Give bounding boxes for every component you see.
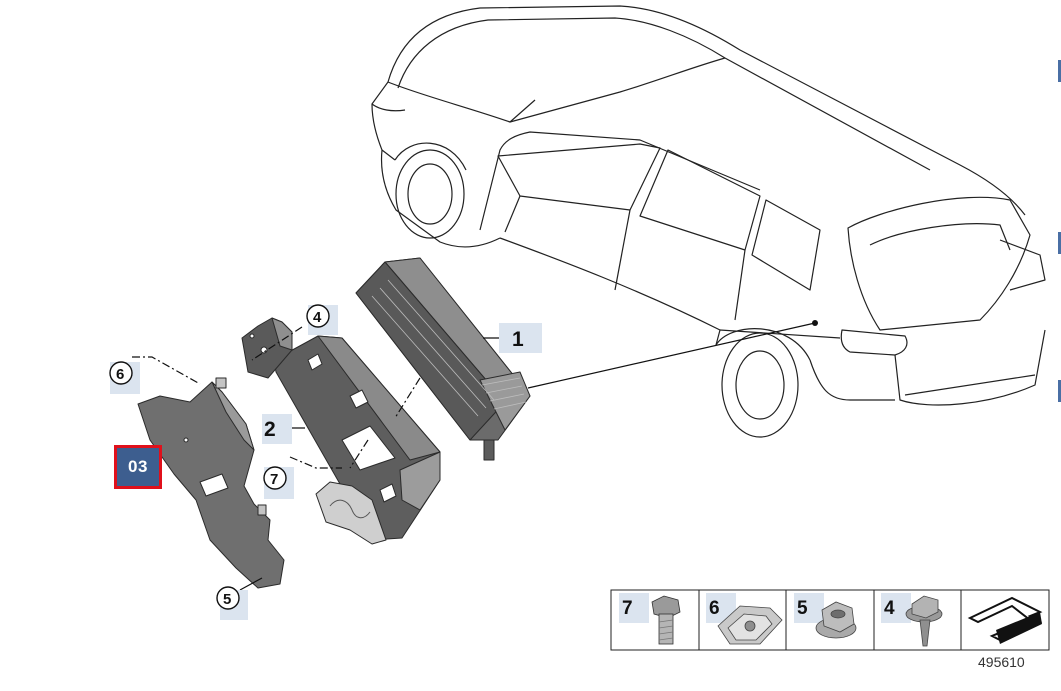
callout-2: 2 xyxy=(262,414,292,444)
hardware-legend: 7 6 5 xyxy=(610,589,1050,651)
legend-cell-6[interactable]: 6 xyxy=(706,593,783,645)
side-bracket xyxy=(137,377,285,589)
lower-clip xyxy=(315,481,387,545)
control-module xyxy=(355,257,531,461)
figure-badge[interactable]: 03 xyxy=(114,445,162,489)
clip-nut-icon xyxy=(717,605,783,645)
collar-screw-icon xyxy=(905,595,943,647)
svg-text:7: 7 xyxy=(270,471,278,488)
legend-cell-4[interactable]: 4 xyxy=(881,593,943,647)
svg-text:4: 4 xyxy=(313,309,322,326)
legend-cell-5[interactable]: 5 xyxy=(794,593,857,639)
svg-text:4: 4 xyxy=(884,598,895,619)
leader-part1-to-vehicle xyxy=(527,322,816,389)
diagram-number: 495610 xyxy=(978,654,1025,670)
edge-marker xyxy=(1058,380,1061,402)
location-arrow-icon xyxy=(967,596,1043,644)
legend-cell-7[interactable]: 7 xyxy=(619,593,681,645)
edge-marker xyxy=(1058,232,1061,254)
callout-7: 7 xyxy=(263,466,294,499)
callout-5: 5 xyxy=(216,586,248,620)
hex-bolt-icon xyxy=(651,595,681,645)
callout-4: 4 xyxy=(306,304,338,335)
svg-text:5: 5 xyxy=(223,591,231,608)
callout-6: 6 xyxy=(109,361,140,394)
upper-bracket xyxy=(241,317,293,379)
svg-text:1: 1 xyxy=(512,328,524,351)
svg-text:2: 2 xyxy=(264,418,276,441)
svg-text:5: 5 xyxy=(797,598,808,619)
svg-text:6: 6 xyxy=(709,598,720,619)
vehicle-outline xyxy=(371,5,1046,438)
hex-nut-icon xyxy=(815,601,857,639)
svg-text:7: 7 xyxy=(622,598,633,619)
vehicle-mount-point xyxy=(812,320,818,326)
edge-marker xyxy=(1058,60,1061,82)
assembly-lines xyxy=(132,326,421,469)
callout-1: 1 xyxy=(499,323,542,353)
leader-part5 xyxy=(239,577,263,591)
svg-text:6: 6 xyxy=(116,366,124,383)
